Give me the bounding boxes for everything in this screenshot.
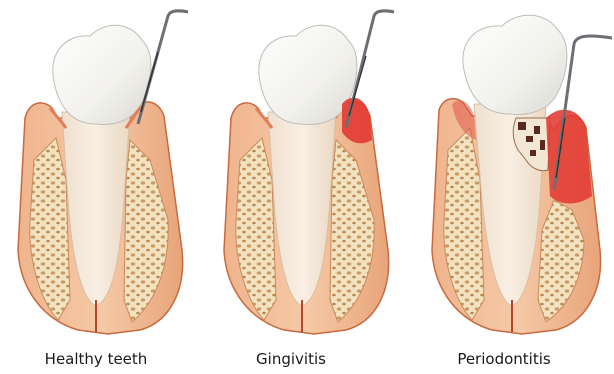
panel-periodontitis bbox=[432, 15, 612, 334]
panel-gingivitis bbox=[224, 11, 394, 334]
tooth-crown bbox=[463, 15, 567, 114]
caption-periodontitis: Periodontitis bbox=[414, 350, 594, 368]
panel-healthy-teeth bbox=[18, 11, 188, 334]
caption-healthy-teeth: Healthy teeth bbox=[6, 350, 186, 368]
tooth-crown bbox=[53, 25, 151, 124]
caption-gingivitis: Gingivitis bbox=[201, 350, 381, 368]
